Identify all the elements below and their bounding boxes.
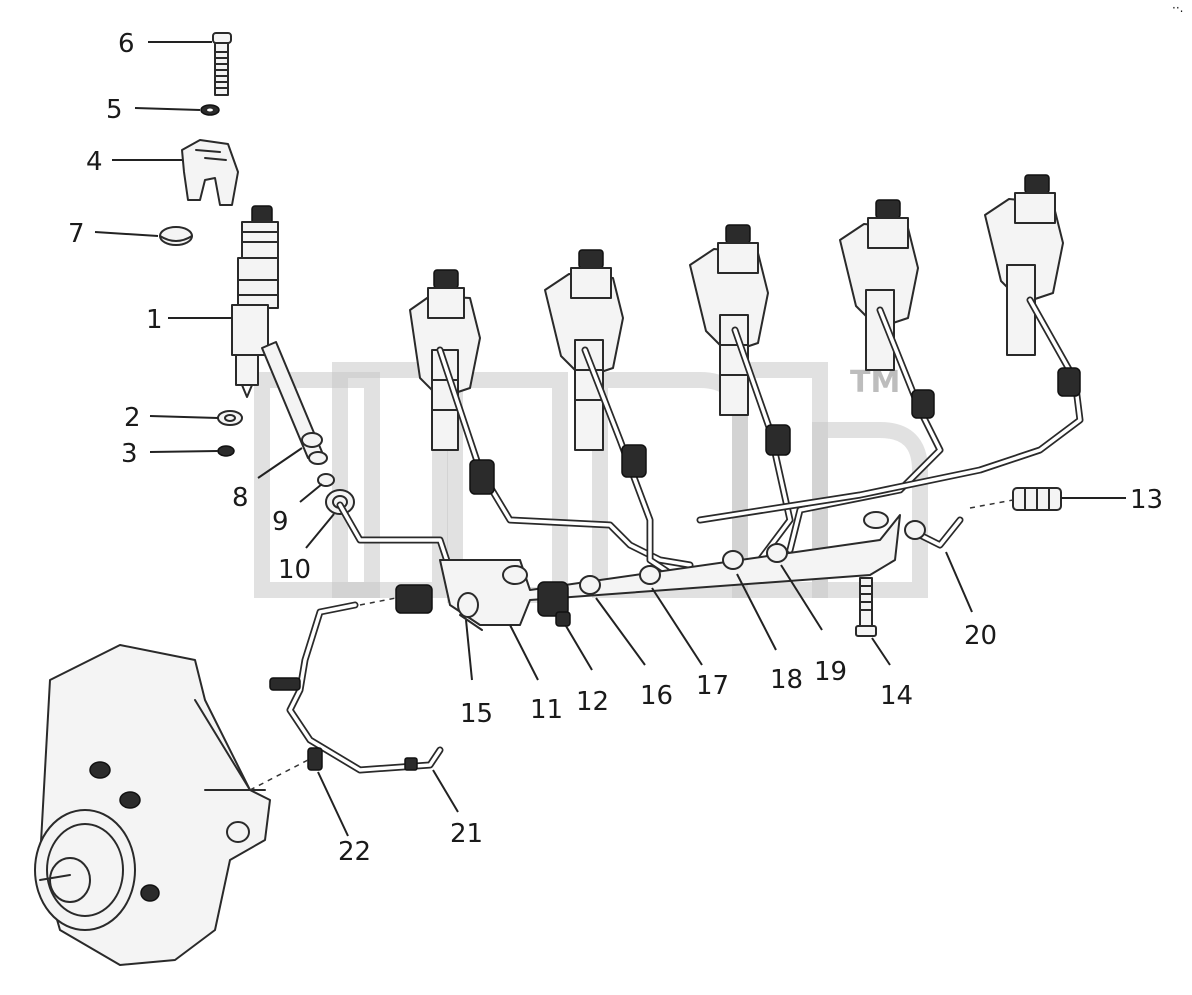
callout-20: 20 xyxy=(964,621,997,651)
seal-part-2 xyxy=(217,410,243,426)
fuel-line-part-21 xyxy=(269,597,444,774)
pipe-nuts xyxy=(469,367,1081,495)
callout-21: 21 xyxy=(450,819,483,849)
callout-3: 3 xyxy=(121,439,138,469)
callout-9: 9 xyxy=(272,507,289,537)
callout-10: 10 xyxy=(278,555,311,585)
injector-cylinder-6 xyxy=(984,174,1064,356)
injector-pipes xyxy=(336,296,1084,584)
fuel-pump xyxy=(34,644,309,966)
cap-part-7 xyxy=(159,226,193,246)
callout-19: 19 xyxy=(814,657,847,687)
injector-part-1 xyxy=(231,205,279,398)
callout-14: 14 xyxy=(880,681,913,711)
rail-fittings xyxy=(579,520,926,595)
corner-mark: ··. xyxy=(1172,1,1183,15)
injector-cylinder-3 xyxy=(544,249,624,451)
callout-18: 18 xyxy=(770,665,803,695)
callout-1: 1 xyxy=(146,305,163,335)
connector-tube-part-8 xyxy=(261,341,328,465)
limiter-valve-part-15 xyxy=(395,584,483,631)
callout-16: 16 xyxy=(640,681,673,711)
callout-17: 17 xyxy=(696,671,729,701)
o-ring-part-3 xyxy=(217,445,235,457)
callout-15: 15 xyxy=(460,699,493,729)
callout-11: 11 xyxy=(530,695,563,725)
pressure-sensor-part-12 xyxy=(537,581,571,627)
callout-labels: 6 5 4 7 1 2 3 8 9 10 15 11 12 16 17 18 1… xyxy=(68,29,1163,867)
bolt-part-22 xyxy=(307,747,323,771)
callout-5: 5 xyxy=(106,95,123,125)
callout-2: 2 xyxy=(124,403,141,433)
callout-13: 13 xyxy=(1130,485,1163,515)
callout-4: 4 xyxy=(86,147,103,177)
callout-12: 12 xyxy=(576,687,609,717)
callout-22: 22 xyxy=(338,837,371,867)
callout-6: 6 xyxy=(118,29,135,59)
nut-part-9 xyxy=(317,473,335,487)
washer-part-5 xyxy=(200,104,220,116)
injector-cylinder-5 xyxy=(839,199,919,371)
common-rail-part-11 xyxy=(439,511,901,626)
bolt-part-6 xyxy=(212,32,232,96)
callout-7: 7 xyxy=(68,219,85,249)
relief-valve-part-13 xyxy=(969,487,1062,511)
clamp-part-4 xyxy=(181,139,239,206)
bolt-part-14 xyxy=(855,577,877,637)
callout-8: 8 xyxy=(232,483,249,513)
leader-lines xyxy=(94,41,1126,837)
injector-cylinder-4 xyxy=(689,224,769,416)
